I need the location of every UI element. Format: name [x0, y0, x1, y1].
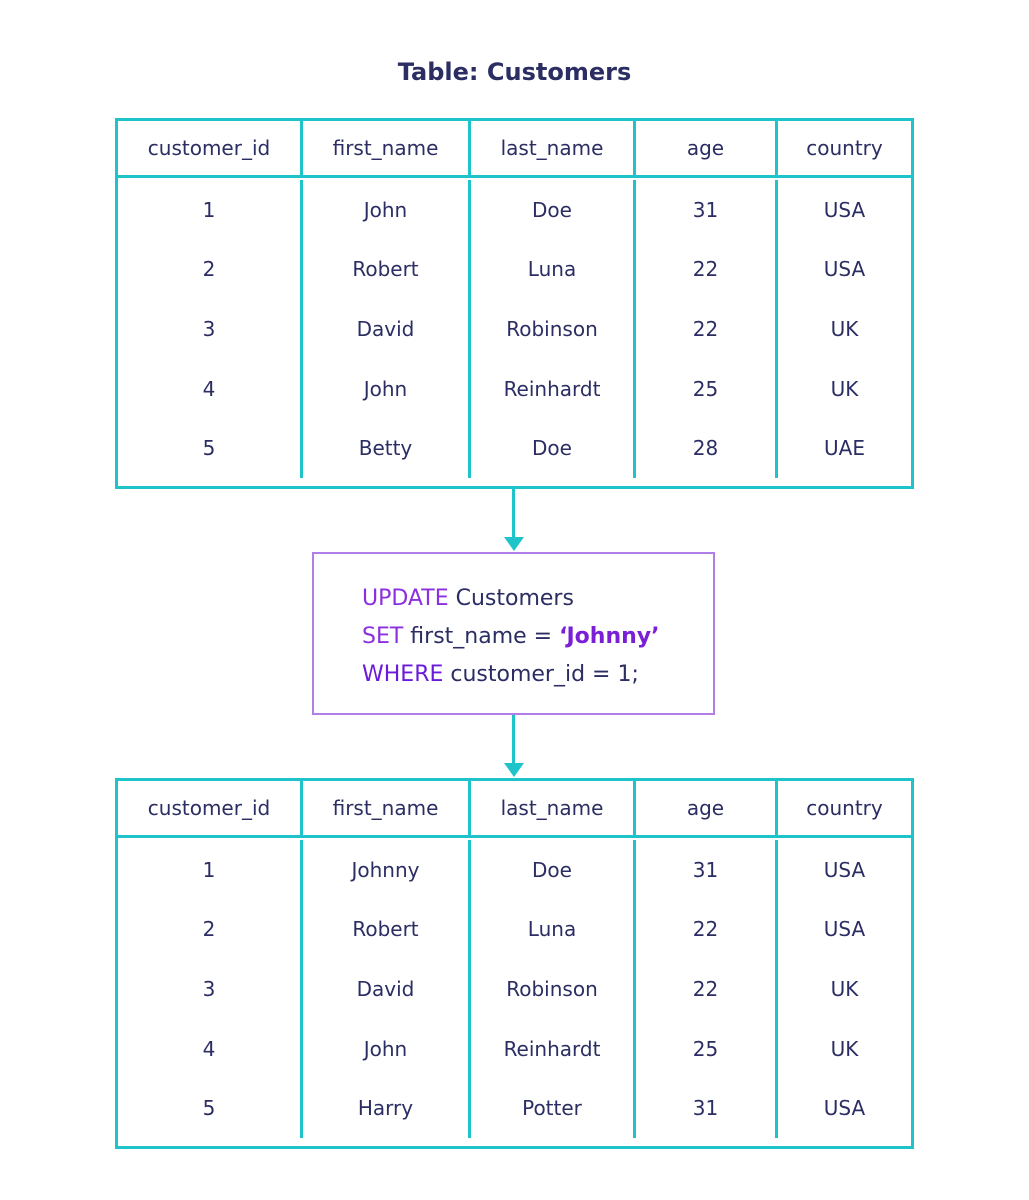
sql-text: customer_id = 1;	[443, 662, 639, 687]
cell-first-name: John	[303, 1018, 471, 1079]
cell-customer-id: 5	[118, 418, 303, 478]
cell-customer-id: 2	[118, 239, 303, 300]
customers-table-before: customer_id first_name last_name age cou…	[115, 118, 914, 489]
cell-first-name: Johnny	[303, 840, 471, 900]
sql-query-box: UPDATE Customers SET first_name = ‘Johnn…	[312, 552, 715, 715]
cell-country: UK	[830, 376, 859, 401]
cell-customer-id: 2	[118, 899, 303, 960]
table-row: 3 David Robinson 22 UK	[118, 959, 911, 1019]
cell-country: USA	[823, 857, 866, 882]
cell-last-name: Doe	[471, 840, 636, 900]
header-customer-id: customer_id	[118, 781, 303, 835]
customers-table-after: customer_id first_name last_name age cou…	[115, 778, 914, 1149]
cell-age: 31	[636, 180, 778, 240]
table-row: 4 John Reinhardt 25 UK	[118, 1018, 911, 1079]
header-first-name: first_name	[303, 781, 471, 835]
cell-first-name: Betty	[303, 418, 471, 478]
cell-age: 22	[636, 299, 778, 359]
sql-keyword: WHERE	[362, 662, 444, 687]
sql-keyword: UPDATE	[362, 586, 449, 611]
sql-keyword: SET	[362, 624, 404, 649]
table-row: 2 Robert Luna 22 USA	[118, 899, 911, 960]
table-row: 5 Betty Doe 28 UAE	[118, 418, 911, 478]
cell-first-name: Robert	[303, 899, 471, 960]
sql-string-value: ‘Johnny’	[559, 624, 660, 649]
table-row: 4 John Reinhardt 25 UK	[118, 358, 911, 419]
diagram-title: Table: Customers	[397, 58, 632, 86]
table-row: 1 John Doe 31 USA	[118, 180, 911, 240]
table-row: 5 Harry Potter 31 USA	[118, 1078, 911, 1138]
table-row: 3 David Robinson 22 UK	[118, 299, 911, 359]
arrow-head-icon	[503, 763, 524, 777]
cell-country: UK	[830, 976, 859, 1001]
cell-last-name: Luna	[471, 899, 636, 960]
sql-line-where: WHERE customer_id = 1;	[362, 656, 713, 694]
cell-country: UAE	[824, 436, 865, 461]
sql-text: Customers	[448, 586, 574, 611]
cell-age: 25	[636, 1018, 778, 1079]
header-first-name: first_name	[303, 121, 471, 175]
cell-last-name: Doe	[471, 180, 636, 240]
cell-customer-id: 3	[118, 959, 303, 1019]
header-country: country	[806, 796, 883, 820]
flow-arrow-line	[512, 489, 515, 539]
cell-last-name: Luna	[471, 239, 636, 300]
cell-last-name: Robinson	[471, 299, 636, 359]
cell-last-name: Doe	[471, 418, 636, 478]
cell-age: 28	[636, 418, 778, 478]
header-age: age	[636, 781, 778, 835]
cell-first-name: John	[303, 180, 471, 240]
cell-first-name: David	[303, 959, 471, 1019]
table-row: 1 Johnny Doe 31 USA	[118, 840, 911, 900]
cell-age: 31	[636, 1078, 778, 1138]
header-last-name: last_name	[471, 781, 636, 835]
cell-first-name: Robert	[303, 239, 471, 300]
table-row: 2 Robert Luna 22 USA	[118, 239, 911, 300]
table-header-row: customer_id first_name last_name age cou…	[118, 781, 911, 838]
header-country: country	[806, 136, 883, 160]
cell-age: 22	[636, 899, 778, 960]
flow-arrow-line	[512, 715, 515, 765]
header-age: age	[636, 121, 778, 175]
cell-age: 22	[636, 959, 778, 1019]
cell-age: 22	[636, 239, 778, 300]
cell-country: USA	[823, 197, 866, 222]
arrow-head-icon	[503, 537, 524, 551]
cell-country: UK	[830, 1036, 859, 1061]
sql-line-update: UPDATE Customers	[362, 580, 713, 618]
cell-customer-id: 5	[118, 1078, 303, 1138]
cell-country: UK	[830, 316, 859, 341]
sql-text: first_name =	[403, 624, 560, 649]
cell-country: USA	[823, 257, 866, 282]
cell-customer-id: 3	[118, 299, 303, 359]
cell-last-name: Reinhardt	[471, 1018, 636, 1079]
header-last-name: last_name	[471, 121, 636, 175]
sql-line-set: SET first_name = ‘Johnny’	[362, 618, 713, 656]
cell-country: USA	[823, 917, 866, 942]
cell-first-name: Harry	[303, 1078, 471, 1138]
cell-customer-id: 1	[118, 180, 303, 240]
cell-country: USA	[823, 1096, 866, 1121]
header-customer-id: customer_id	[118, 121, 303, 175]
cell-customer-id: 4	[118, 358, 303, 419]
table-header-row: customer_id first_name last_name age cou…	[118, 121, 911, 178]
cell-last-name: Potter	[471, 1078, 636, 1138]
cell-age: 31	[636, 840, 778, 900]
cell-last-name: Reinhardt	[471, 358, 636, 419]
cell-customer-id: 4	[118, 1018, 303, 1079]
cell-first-name: David	[303, 299, 471, 359]
cell-last-name: Robinson	[471, 959, 636, 1019]
cell-customer-id: 1	[118, 840, 303, 900]
cell-age: 25	[636, 358, 778, 419]
cell-first-name: John	[303, 358, 471, 419]
